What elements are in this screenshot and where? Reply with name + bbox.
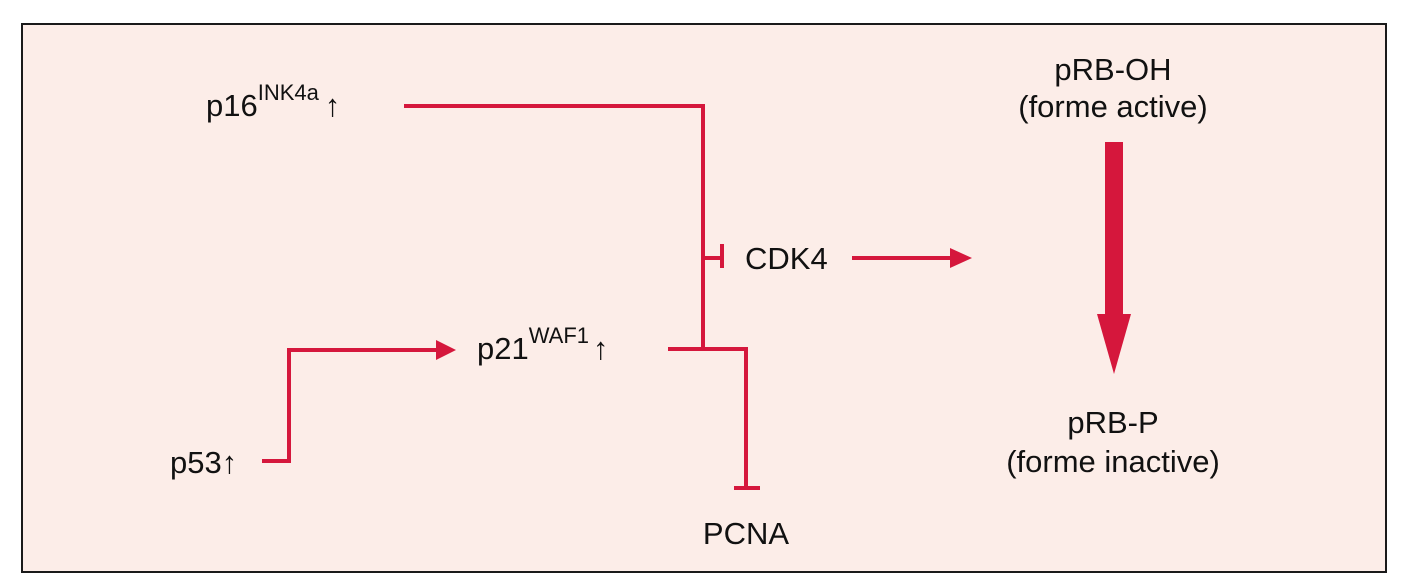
node-prb-oh-state: (forme active): [1018, 89, 1207, 124]
prb-conversion-shaft: [1105, 142, 1123, 318]
edge-cdk4-prb-arrowhead: [950, 248, 972, 268]
node-pcna: PCNA: [703, 516, 789, 551]
node-p21-up-arrow-icon: ↑: [593, 331, 609, 366]
edge-p21-pcna: [668, 347, 748, 488]
edge-p16-cdk4: [404, 104, 705, 260]
node-p21: p21WAF1↑: [477, 323, 609, 366]
node-prb-p-state: (forme inactive): [1006, 444, 1220, 479]
node-p53-up-arrow-icon: ↑: [222, 445, 238, 480]
prb-conversion-arrowhead: [1097, 314, 1131, 374]
node-p16-sup: INK4a: [258, 80, 320, 105]
node-p16-base: p16: [206, 88, 258, 123]
node-p16-up-arrow-icon: ↑: [325, 88, 341, 123]
edge-p53-p21-arrowhead: [436, 340, 456, 360]
node-prb-oh-name: pRB-OH: [1054, 52, 1171, 87]
node-p21-base: p21: [477, 331, 529, 366]
edge-p53-p21: [262, 348, 438, 463]
node-p21-sup: WAF1: [529, 323, 589, 348]
node-prb-p-name: pRB-P: [1067, 405, 1158, 440]
node-p53-base: p53: [170, 445, 222, 480]
node-p53: p53↑: [170, 445, 237, 480]
node-cdk4: CDK4: [745, 241, 828, 276]
node-p16: p16INK4a↑: [206, 80, 340, 123]
